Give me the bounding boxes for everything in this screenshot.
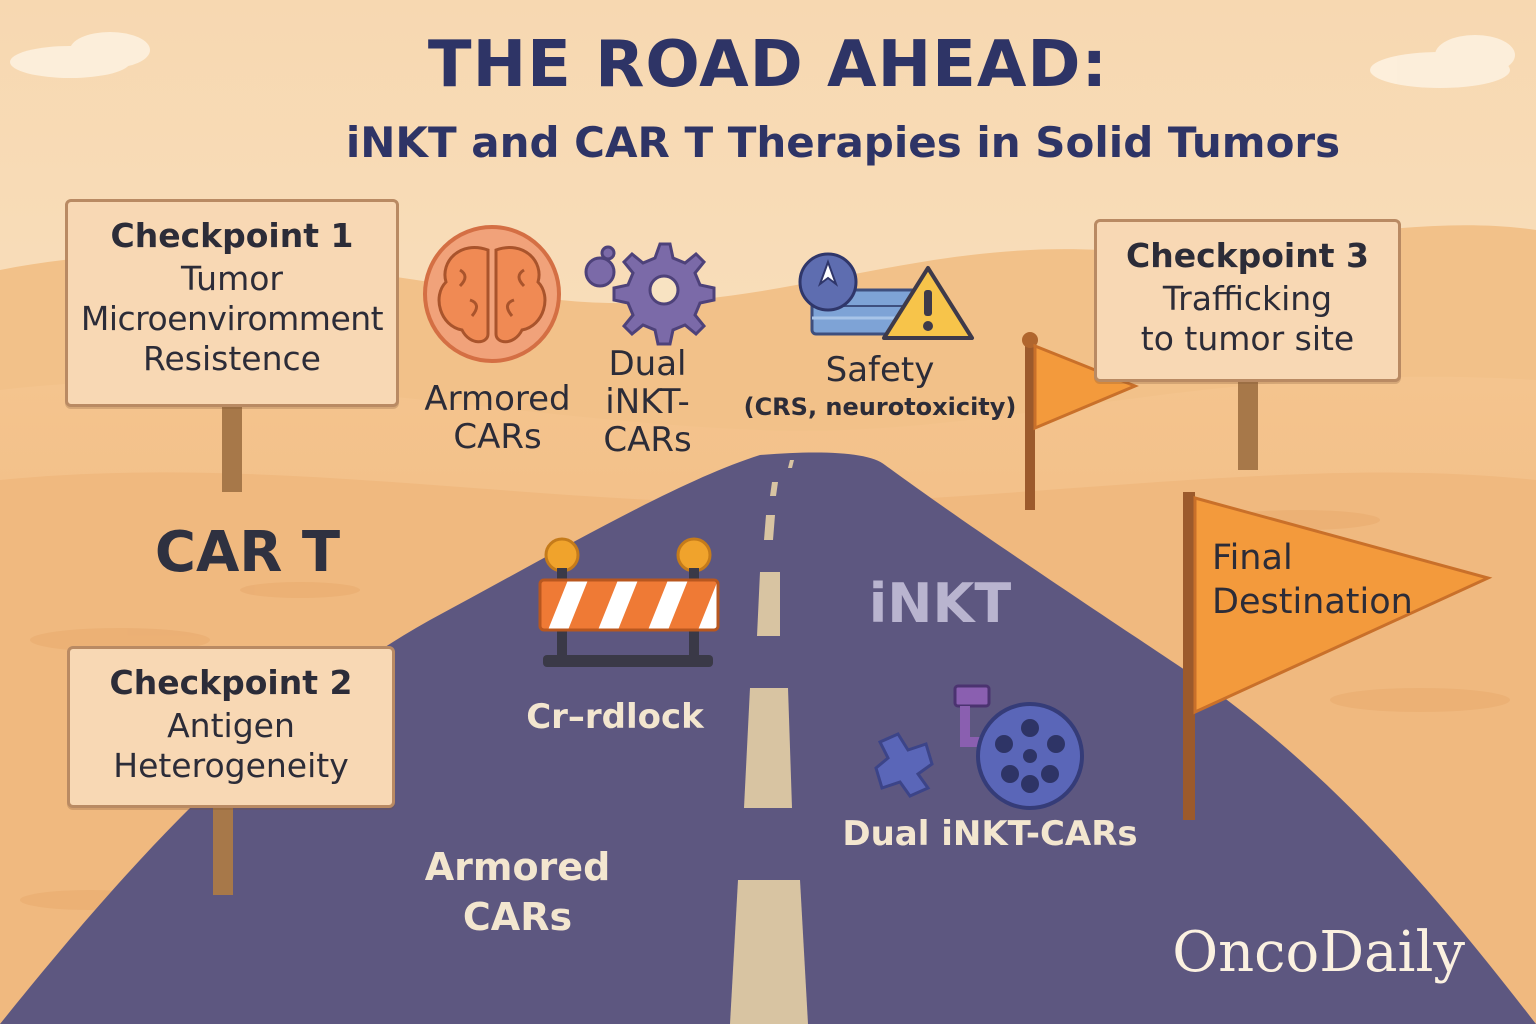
checkpoint-1-sign: Checkpoint 1 Tumor Microenviromment Resi… [65,199,399,407]
roadblock-label: Cr–rdlock [526,697,704,737]
page-subtitle: iNKT and CAR T Therapies in Solid Tumors [345,118,1341,167]
page-title: THE ROAD AHEAD: [427,28,1109,102]
flag-pole-big [1183,492,1195,820]
armored-cars-top-line: Armored [424,379,571,419]
dual-inkt-cars-top-line: CARs [603,420,692,460]
sign-post-3 [1238,378,1258,470]
armored-cars-top-line: CARs [453,417,542,457]
checkpoint-3-line: Trafficking [1162,279,1333,318]
molecule-icon [874,684,1084,810]
checkpoint-1-line: Resistence [143,339,321,378]
brand-logo: OncoDaily [1172,920,1465,985]
checkpoint-2-line: Heterogeneity [113,746,349,785]
flag-pole-small [1025,338,1035,510]
dual-inkt-cars-top-label: Dual iNKT- CARs [580,345,715,459]
dual-inkt-cars-top-line: iNKT- [605,382,690,422]
dual-inkt-cars-road-label: Dual iNKT-CARs [842,814,1138,854]
safety-title: Safety [825,350,935,390]
checkpoint-3-heading: Checkpoint 3 [1126,236,1369,275]
brain-icon [423,225,561,363]
armored-cars-road-line: CARs [462,895,573,939]
final-destination-label: Final Destination [1212,536,1432,624]
flag-small [1033,343,1139,431]
checkpoint-2-line: Antigen [167,706,295,745]
final-destination-line: Destination [1212,582,1413,622]
checkpoint-1-line: Microenviromment [80,299,384,338]
armored-cars-road-label: Armored CARs [400,842,635,942]
sign-post-1 [222,400,242,492]
sign-post-2 [213,805,233,895]
safety-label: Safety (CRS, neurotoxicity) [730,350,1030,424]
clouds [10,32,1515,88]
final-destination-line: Final [1212,538,1293,578]
safety-detail: (CRS, neurotoxicity) [743,393,1017,421]
checkpoint-2-heading: Checkpoint 2 [109,663,353,702]
dual-inkt-cars-top-line: Dual [608,344,687,384]
inkt-label: iNKT [868,572,1012,635]
checkpoint-1-heading: Checkpoint 1 [110,216,354,255]
checkpoint-3-sign: Checkpoint 3 Trafficking to tumor site [1094,219,1401,382]
checkpoint-2-sign: Checkpoint 2 Antigen Heterogeneity [67,646,395,808]
flag-big [1193,496,1493,715]
checkpoint-3-line: to tumor site [1140,319,1355,358]
roadblock-barrier [538,537,720,667]
gear-icon [584,242,716,346]
warning-icon [798,252,974,340]
armored-cars-top-label: Armored CARs [410,380,585,456]
checkpoint-1-line: Tumor [181,259,283,298]
armored-cars-road-line: Armored [424,845,611,889]
road-center-line [730,460,808,1024]
car-t-label: CAR T [154,520,341,585]
